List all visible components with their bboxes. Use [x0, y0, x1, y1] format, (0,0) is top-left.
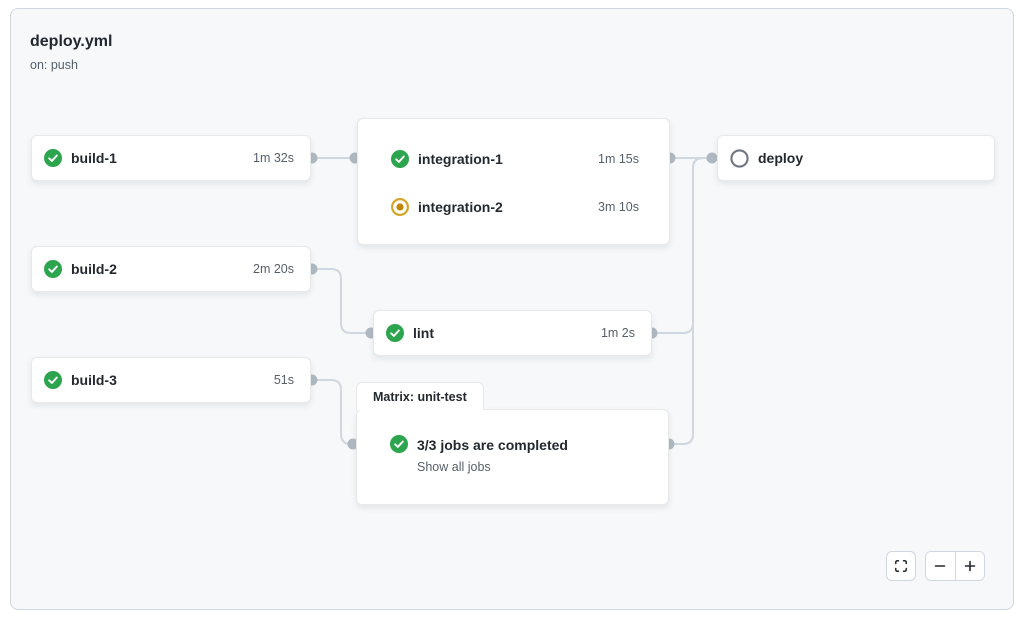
job-label: build-1: [71, 150, 117, 166]
job-label: build-3: [71, 372, 117, 388]
matrix-tab: Matrix: unit-test: [356, 382, 484, 410]
zoom-controls: [925, 551, 985, 581]
job-label: integration-1: [418, 151, 503, 167]
job-group-matrix[interactable]: 3/3 jobs are completed Show all jobs: [356, 409, 669, 505]
job-duration: 2m 20s: [253, 262, 294, 276]
job-group-integration: integration-1 1m 15s integration-2 3m 10…: [357, 118, 670, 245]
workflow-trigger: on: push: [30, 58, 78, 72]
minus-icon: [932, 558, 948, 574]
matrix-tab-label: Matrix: unit-test: [373, 389, 467, 404]
check-circle-icon: [391, 150, 409, 168]
job-node-build-2[interactable]: build-2 2m 20s: [31, 246, 311, 292]
job-duration: 1m 32s: [253, 151, 294, 165]
job-node-integration-1[interactable]: integration-1 1m 15s: [391, 141, 639, 177]
matrix-summary: 3/3 jobs are completed: [417, 437, 568, 453]
dot-circle-icon: [391, 198, 409, 216]
check-circle-icon: [386, 324, 404, 342]
check-circle-icon: [390, 435, 408, 453]
workflow-title: deploy.yml: [30, 33, 113, 50]
job-label: build-2: [71, 261, 117, 277]
job-node-deploy[interactable]: deploy: [717, 135, 995, 181]
job-duration: 1m 15s: [598, 152, 639, 166]
job-duration: 3m 10s: [598, 200, 639, 214]
job-node-integration-2[interactable]: integration-2 3m 10s: [391, 189, 639, 225]
plus-icon: [962, 558, 978, 574]
job-label: deploy: [758, 150, 804, 166]
zoom-in-button[interactable]: [954, 552, 984, 580]
job-node-build-3[interactable]: build-3 51s: [31, 357, 311, 403]
screen-full-icon: [893, 558, 909, 574]
fullscreen-button[interactable]: [886, 551, 916, 581]
check-circle-icon: [44, 371, 62, 389]
workflow-canvas[interactable]: [10, 8, 1014, 610]
check-circle-icon: [44, 149, 62, 167]
job-node-lint[interactable]: lint 1m 2s: [373, 310, 652, 356]
job-duration: 51s: [273, 373, 294, 387]
show-all-jobs-link[interactable]: Show all jobs: [417, 460, 491, 474]
job-label: lint: [413, 325, 434, 341]
job-node-build-1[interactable]: build-1 1m 32s: [31, 135, 311, 181]
check-circle-icon: [44, 260, 62, 278]
zoom-out-button[interactable]: [926, 552, 955, 580]
job-duration: 1m 2s: [600, 326, 635, 340]
empty-circle-icon: [730, 148, 749, 168]
job-label: integration-2: [418, 199, 503, 215]
